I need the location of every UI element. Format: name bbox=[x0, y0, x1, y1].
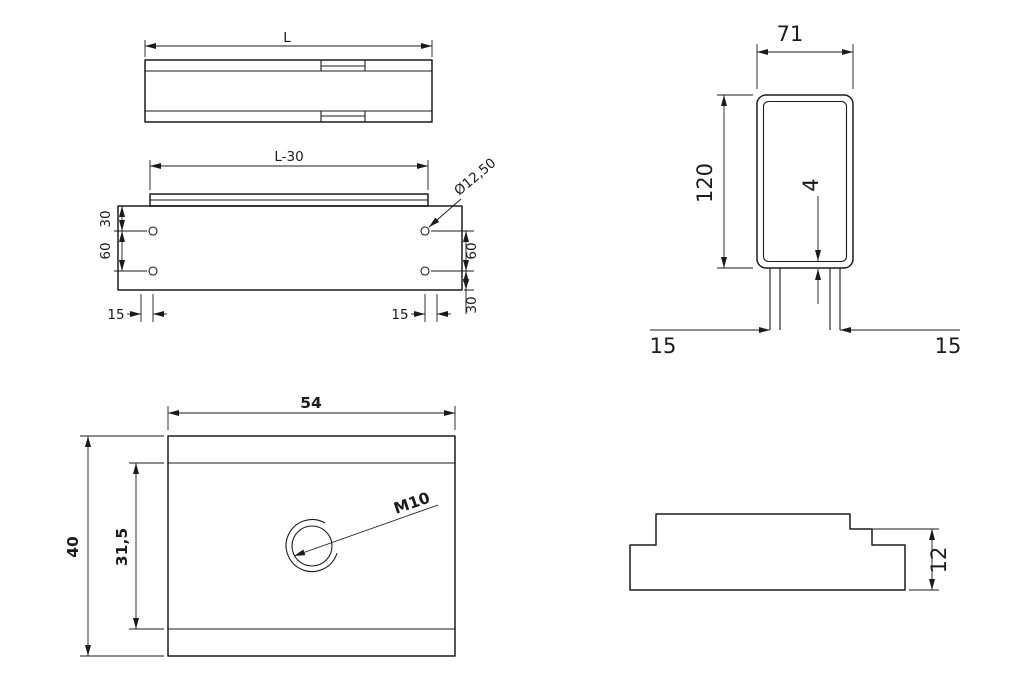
extension-lines bbox=[140, 294, 154, 322]
mounting-hole bbox=[148, 266, 158, 276]
dim-hole-diameter-label: Ø12,50 bbox=[451, 155, 499, 199]
dim-wall-label: 4 bbox=[799, 178, 823, 191]
dim-thickness-label: 12 bbox=[927, 547, 951, 574]
dim-nut-height-label: 40 bbox=[64, 536, 82, 558]
dim-section-width-label: 71 bbox=[777, 22, 804, 46]
dim-nut-inner-height-label: 31,5 bbox=[113, 528, 131, 566]
leader-line bbox=[293, 504, 439, 557]
rail-side-view: L bbox=[144, 30, 433, 123]
dim-foot-right-label: 15 bbox=[935, 334, 962, 358]
dim-section-height-label: 120 bbox=[693, 163, 717, 203]
extension-lines bbox=[114, 230, 147, 272]
extension-lines bbox=[854, 528, 939, 591]
dim-bottom-left-label: 15 bbox=[107, 307, 124, 323]
rail-side-edge-lines bbox=[145, 70, 432, 112]
dim-right-mid-label: 60 bbox=[464, 242, 480, 259]
extension-lines bbox=[756, 44, 854, 89]
mounting-hole bbox=[420, 266, 430, 276]
dim-left-mid-label: 60 bbox=[98, 242, 114, 259]
extension-lines bbox=[80, 435, 164, 657]
section-inner-wall bbox=[762, 100, 848, 263]
channel-section-view: 71 120 4 15 15 bbox=[650, 22, 962, 358]
thread-major-arc bbox=[285, 519, 338, 573]
mounting-hole bbox=[148, 226, 158, 236]
dim-bottom-right-label: 15 bbox=[391, 307, 408, 323]
dim-nut-width-label: 54 bbox=[300, 394, 322, 412]
thread-minor-circle bbox=[291, 525, 333, 567]
nut-chamfer-lines bbox=[168, 462, 455, 630]
dim-right-bottom-label: 30 bbox=[464, 296, 480, 313]
dim-foot-left-label: 15 bbox=[650, 334, 677, 358]
dim-top-width-label: L-30 bbox=[274, 149, 303, 165]
nut-top-view: 54 40 31,5 M10 bbox=[64, 394, 456, 657]
mounting-hole bbox=[420, 226, 430, 236]
dim-thread-label: M10 bbox=[391, 489, 432, 518]
rail-front-body bbox=[117, 205, 463, 291]
rail-front-view: L-30 30 60 60 30 15 15 Ø12,50 bbox=[98, 149, 499, 323]
section-feet bbox=[769, 268, 841, 330]
nut-side-outline bbox=[629, 513, 906, 591]
extension-lines bbox=[717, 94, 753, 269]
nut-side-view: 12 bbox=[629, 513, 951, 591]
section-outer-wall bbox=[756, 94, 854, 269]
dim-left-top-label: 30 bbox=[98, 210, 114, 227]
dim-rail-length-label: L bbox=[283, 30, 291, 46]
nut-outline bbox=[167, 435, 456, 657]
rail-side-outline bbox=[144, 59, 433, 123]
leader-line bbox=[428, 198, 462, 228]
extension-lines bbox=[424, 294, 438, 322]
rail-splice-detail bbox=[320, 60, 366, 122]
extension-lines bbox=[129, 462, 164, 630]
